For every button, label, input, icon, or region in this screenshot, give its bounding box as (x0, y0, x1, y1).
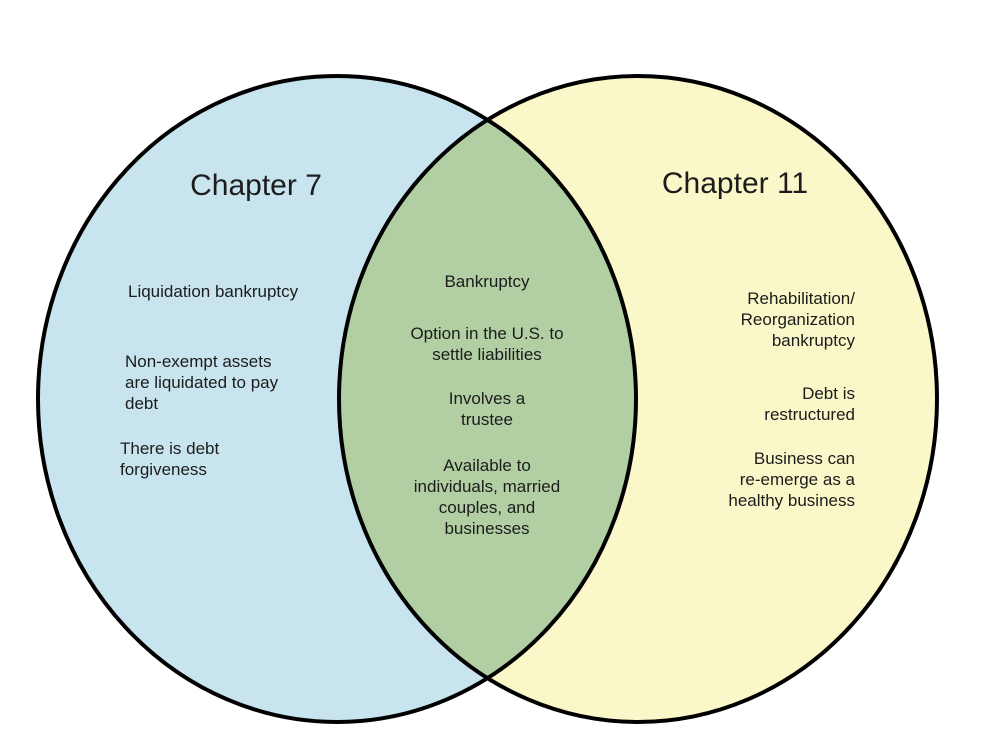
overlap-item-bankruptcy: Bankruptcy (444, 272, 530, 291)
chapter7-circle-outline (36, 74, 638, 724)
chapter11-item-healthy-business: Business can re-emerge as a healthy busi… (728, 449, 855, 510)
chapter11-title: Chapter 11 (661, 167, 809, 200)
chapter7-item-liquidation: Liquidation bankruptcy (128, 282, 299, 301)
overlap-item-us-option: Option in the U.S. to settle liabilities (410, 324, 564, 364)
chapter11-circle-outline (337, 74, 939, 724)
chapter7-title: Chapter 7 (190, 169, 322, 202)
chapter11-item-reorganization: Rehabilitation/ Reorganization bankruptc… (740, 289, 855, 350)
overlap-item-trustee: Involves a trustee (448, 389, 526, 429)
chapter11-item-debt-restructured: Debt is restructured (764, 384, 855, 424)
overlap-region (339, 76, 636, 722)
chapter7-item-nonexempt-assets: Non-exempt assets are liquidated to pay … (125, 352, 279, 413)
overlap-item-availability: Available to individuals, married couple… (413, 456, 561, 538)
chapter7-item-debt-forgiveness: There is debt forgiveness (120, 439, 220, 479)
